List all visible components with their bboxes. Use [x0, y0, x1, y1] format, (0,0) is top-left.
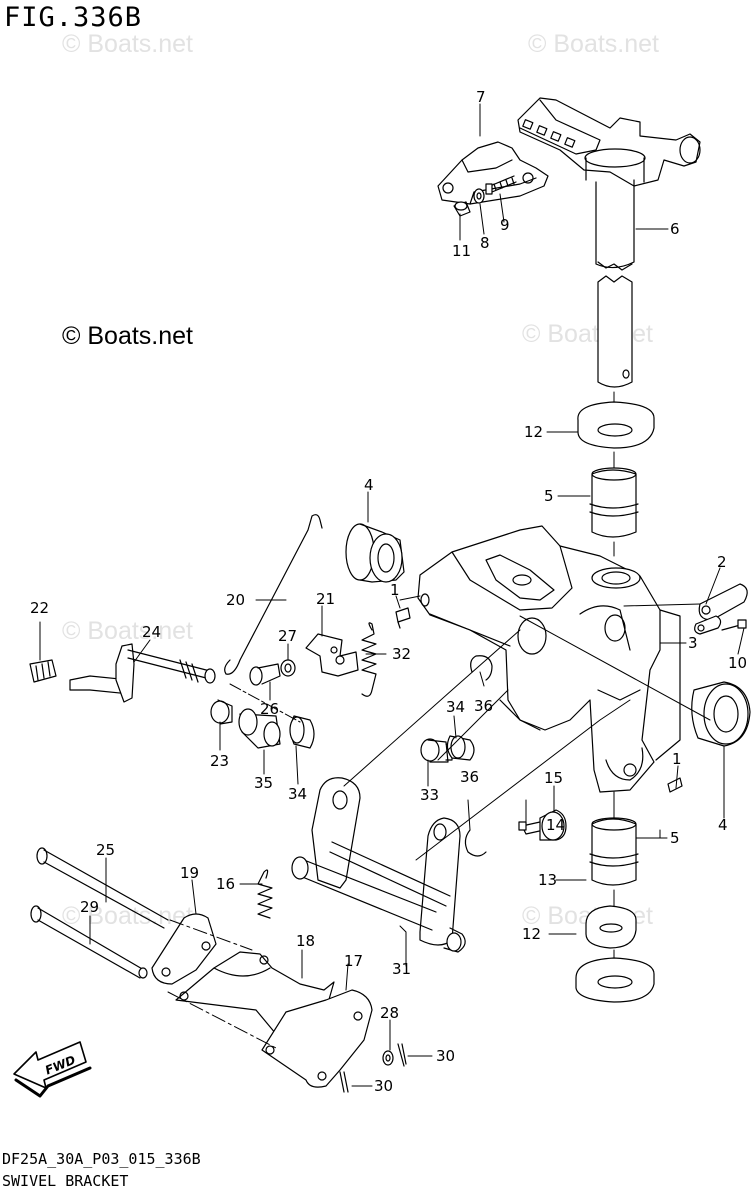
part-nut	[453, 201, 471, 217]
part-label-5: 5	[670, 829, 680, 847]
drawing-name: SWIVEL BRACKET	[2, 1172, 129, 1190]
part-label-15: 15	[544, 769, 563, 787]
part-label-34: 34	[288, 785, 307, 803]
part-bushing-left	[345, 523, 405, 583]
part-label-35: 35	[254, 774, 273, 792]
part-shaft-lever	[69, 643, 216, 703]
drawing-code: DF25A_30A_P03_015_336B	[2, 1150, 201, 1168]
watermark-faint: © Boats.net	[62, 902, 193, 930]
part-bolt-26	[249, 663, 281, 686]
fwd-arrow-badge: FWD	[13, 1041, 92, 1098]
part-rod	[224, 514, 323, 675]
part-bracket-21	[305, 633, 359, 677]
part-swivel-bracket	[417, 525, 681, 793]
part-label-12: 12	[524, 423, 543, 441]
part-label-14: 14	[546, 816, 565, 834]
part-label-36: 36	[460, 768, 479, 786]
part-label-5: 5	[544, 487, 554, 505]
part-label-2: 2	[717, 553, 727, 571]
part-label-21: 21	[316, 590, 335, 608]
part-label-32: 32	[392, 645, 411, 663]
part-thrust-washer	[577, 401, 655, 449]
figure-title: FIG.336B	[4, 2, 143, 33]
part-link-19	[151, 913, 217, 985]
part-stopper	[694, 583, 748, 635]
part-label-26: 26	[260, 700, 279, 718]
part-grease-nipple	[395, 607, 683, 793]
part-label-8: 8	[480, 234, 490, 252]
part-washer-13	[585, 905, 637, 949]
part-label-9: 9	[500, 216, 510, 234]
part-bush-35	[238, 708, 281, 749]
part-number-labels: 7 11 8 9 6 12 5 4 2 1 3 10 1 4 5 15 14 1…	[30, 88, 747, 1095]
part-label-12: 12	[522, 925, 541, 943]
part-bolt-15	[518, 821, 545, 835]
part-circlip	[464, 655, 493, 857]
part-label-33: 33	[420, 786, 439, 804]
watermark-faint: © Boats.net	[62, 617, 193, 645]
part-washer-28	[382, 1050, 394, 1066]
part-label-7: 7	[476, 88, 486, 106]
part-label-4: 4	[364, 476, 374, 494]
part-label-29: 29	[80, 898, 99, 916]
part-label-18: 18	[296, 932, 315, 950]
part-label-1: 1	[672, 750, 682, 768]
part-spring-32	[361, 622, 377, 697]
part-collar-27	[280, 659, 296, 677]
part-washer-12b	[575, 957, 655, 1003]
part-label-3: 3	[688, 634, 698, 652]
part-label-11: 11	[452, 242, 471, 260]
part-cotter-pin	[339, 1043, 407, 1093]
part-label-16: 16	[216, 875, 235, 893]
part-label-23: 23	[210, 752, 229, 770]
watermark-faint: © Boats.net	[528, 30, 659, 58]
part-label-30: 30	[436, 1047, 455, 1065]
part-bush	[589, 467, 639, 538]
part-label-31: 31	[392, 960, 411, 978]
part-cap-14	[539, 809, 567, 841]
part-label-25: 25	[96, 841, 115, 859]
part-label-22: 22	[30, 599, 49, 617]
part-label-10: 10	[728, 654, 747, 672]
part-label-34: 34	[446, 698, 465, 716]
part-label-20: 20	[226, 591, 245, 609]
watermark-faint: © Boats.net	[62, 30, 193, 58]
part-link-17	[261, 989, 373, 1088]
part-bush-23	[210, 699, 233, 725]
part-label-36: 36	[474, 697, 493, 715]
part-washer	[473, 188, 485, 204]
watermark-main: © Boats.net	[62, 322, 193, 350]
part-label-30: 30	[374, 1077, 393, 1095]
part-tilt-lock-lever	[291, 777, 466, 953]
part-label-17: 17	[344, 952, 363, 970]
part-clamp-plate	[437, 141, 549, 205]
part-bushing-right	[691, 681, 751, 747]
part-pin-29	[30, 905, 148, 979]
part-spacer-34-left	[289, 715, 315, 749]
part-label-24: 24	[142, 623, 161, 641]
part-label-1: 1	[390, 581, 400, 599]
part-bush-lower	[589, 817, 639, 886]
part-label-13: 13	[538, 871, 557, 889]
part-spacer-34	[446, 735, 475, 761]
part-label-27: 27	[278, 627, 297, 645]
part-label-4: 4	[718, 816, 728, 834]
part-bolt	[485, 175, 517, 195]
part-label-6: 6	[670, 220, 680, 238]
part-label-19: 19	[180, 864, 199, 882]
part-pin-25	[36, 847, 169, 929]
part-label-28: 28	[380, 1004, 399, 1022]
part-steering-shaft	[517, 97, 701, 388]
part-grip	[29, 659, 57, 683]
part-spring-16	[257, 869, 273, 919]
guide-lines	[167, 391, 711, 1049]
leader-lines	[39, 103, 745, 1087]
